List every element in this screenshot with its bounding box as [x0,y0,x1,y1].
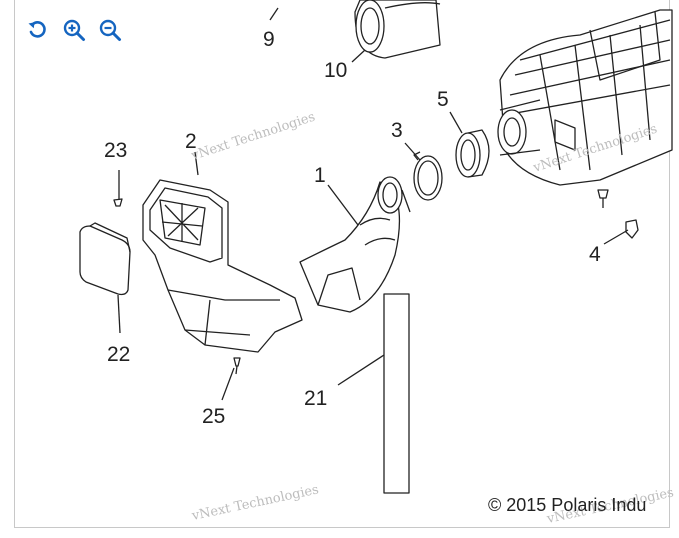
part-bolt [597,189,609,208]
callout-9: 9 [263,28,275,51]
copyright-text: © 2015 Polaris Indu [488,495,647,515]
callout-labels: 9 10 5 3 2 23 1 4 22 21 25 [104,28,601,428]
part-10-cap [354,0,441,59]
watermark-3: vNext Technologies [190,482,320,524]
callout-3: 3 [391,119,403,142]
diagram-frame [14,0,670,528]
part-22-pad [79,222,131,296]
part-airbox [497,9,673,186]
callout-2: 2 [185,130,197,153]
part-23-screw [113,198,123,207]
watermark-1: vNext Technologies [189,110,317,164]
zoom-out-button[interactable] [96,16,124,44]
zoom-in-icon [63,19,85,41]
rotate-button[interactable] [24,16,52,44]
viewer-toolbar [24,16,124,44]
zoom-in-button[interactable] [60,16,88,44]
callout-1: 1 [314,164,326,187]
part-5-coupler [455,129,490,178]
callout-23: 23 [104,139,127,162]
part-4-fastener [625,219,639,239]
callout-5: 5 [437,88,449,111]
part-21-strip [383,293,410,494]
callout-21: 21 [304,387,327,410]
callout-4: 4 [589,243,601,266]
part-25-screw [233,357,241,375]
callout-10: 10 [324,59,347,82]
part-1-duct [299,176,411,313]
part-2-housing [142,179,303,353]
leader-lines [117,7,629,401]
callout-22: 22 [107,343,130,366]
zoom-out-icon [99,19,121,41]
callout-25: 25 [202,405,225,428]
part-3-clamp [413,151,443,201]
rotate-icon [28,21,46,38]
